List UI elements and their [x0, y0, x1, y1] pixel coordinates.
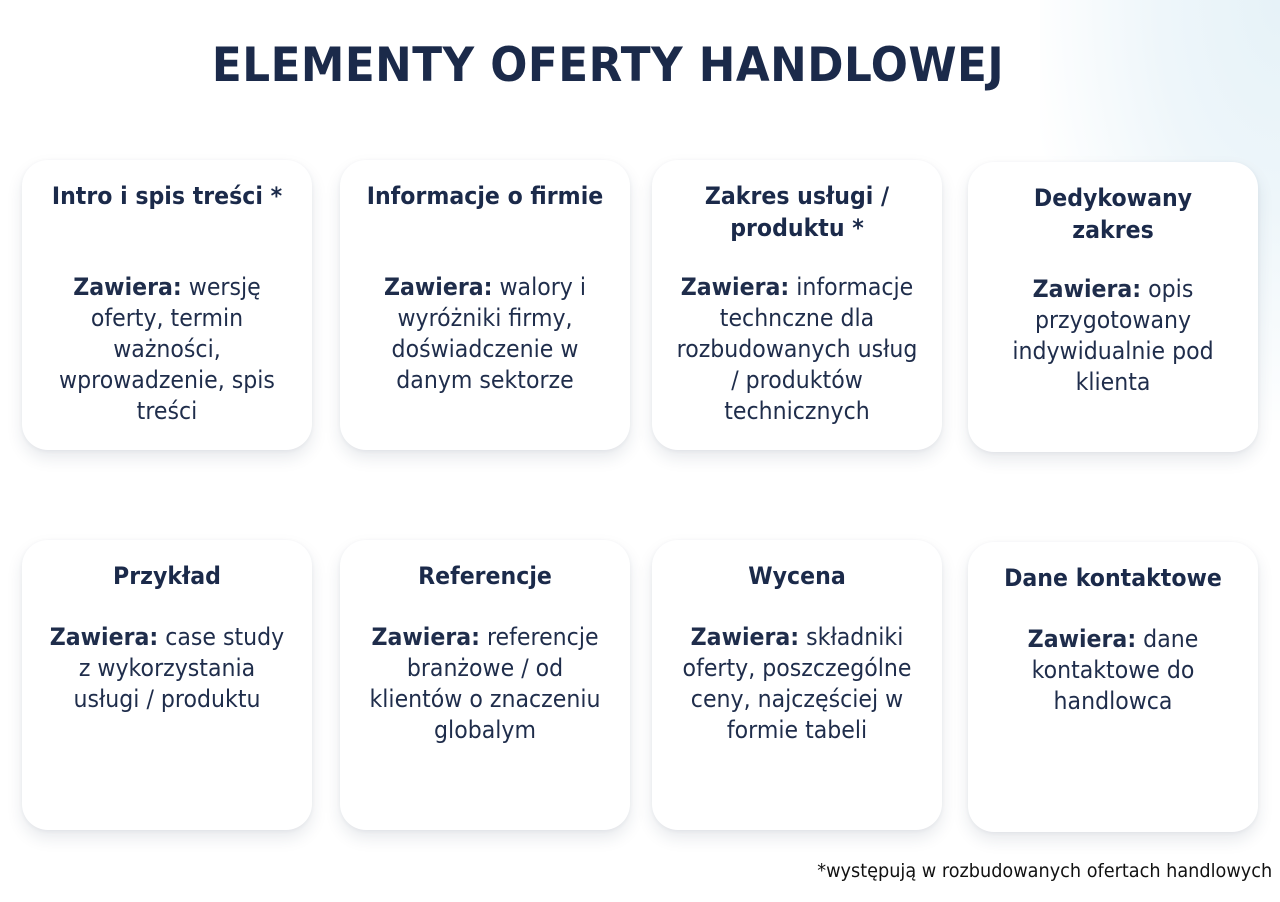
card-desc-text: informacje technczne dla rozbudowanych u…: [676, 273, 918, 425]
card-desc: Zawiera: dane kontaktowe do handlowca: [992, 624, 1233, 717]
card-company-info: Informacje o firmie Zawiera: walory i wy…: [340, 160, 630, 450]
card-title: Informacje o firmie: [366, 182, 604, 210]
card-title: Wycena: [748, 562, 846, 590]
card-desc-label: Zawiera:: [49, 623, 159, 651]
card-desc: Zawiera: case study z wykorzystania usłu…: [46, 622, 287, 715]
card-example: Przykład Zawiera: case study z wykorzyst…: [22, 540, 312, 830]
card-desc-label: Zawiera:: [73, 273, 182, 301]
card-desc: Zawiera: walory i wyróżniki firmy, doświ…: [364, 272, 605, 396]
card-pricing: Wycena Zawiera: składniki oferty, poszcz…: [652, 540, 942, 830]
card-desc: Zawiera: składniki oferty, poszczególne …: [676, 622, 917, 746]
card-title: Intro i spis treści *: [51, 182, 283, 210]
card-desc: Zawiera: referencje branżowe / od klient…: [364, 622, 605, 746]
card-desc-text: wersję oferty, termin ważności, wprowadz…: [59, 273, 275, 425]
card-intro: Intro i spis treści * Zawiera: wersję of…: [22, 160, 312, 450]
page-title: ELEMENTY OFERTY HANDLOWEJ: [211, 38, 1005, 93]
card-title: Dedykowany zakres: [1033, 184, 1193, 244]
card-references: Referencje Zawiera: referencje branżowe …: [340, 540, 630, 830]
card-dedicated-scope: Dedykowany zakres Zawiera: opis przygoto…: [968, 162, 1258, 452]
card-service-scope: Zakres usługi / produktu * Zawiera: info…: [652, 160, 942, 450]
card-title: Przykład: [113, 562, 221, 590]
card-contact-data: Dane kontaktowe Zawiera: dane kontaktowe…: [968, 542, 1258, 832]
card-desc-text: dane kontaktowe do handlowca: [1031, 625, 1199, 715]
card-desc-text: składniki oferty, poszczególne ceny, naj…: [682, 623, 912, 744]
card-desc-text: referencje branżowe / od klientów o znac…: [369, 623, 601, 744]
card-desc-text: opis przygotowany indywidualnie pod klie…: [1012, 275, 1214, 396]
footnote: *występują w rozbudowanych ofertach hand…: [817, 860, 1272, 882]
card-desc-label: Zawiera:: [371, 623, 480, 651]
card-desc-text: walory i wyróżniki firmy, doświadczenie …: [391, 273, 587, 394]
card-desc-label: Zawiera:: [383, 273, 493, 301]
card-desc-text: case study z wykorzystania usługi / prod…: [73, 623, 285, 713]
card-desc-label: Zawiera:: [680, 273, 790, 301]
card-desc-label: Zawiera:: [1027, 625, 1137, 653]
card-desc-label: Zawiera:: [1032, 275, 1142, 303]
card-title: Zakres usługi / produktu *: [704, 182, 890, 242]
card-desc: Zawiera: wersję oferty, termin ważności,…: [46, 272, 287, 427]
card-title: Referencje: [418, 562, 552, 590]
card-title: Dane kontaktowe: [1004, 564, 1222, 592]
card-desc-label: Zawiera:: [690, 623, 800, 651]
card-desc: Zawiera: opis przygotowany indywidualnie…: [992, 274, 1233, 398]
card-desc: Zawiera: informacje technczne dla rozbud…: [676, 272, 918, 427]
